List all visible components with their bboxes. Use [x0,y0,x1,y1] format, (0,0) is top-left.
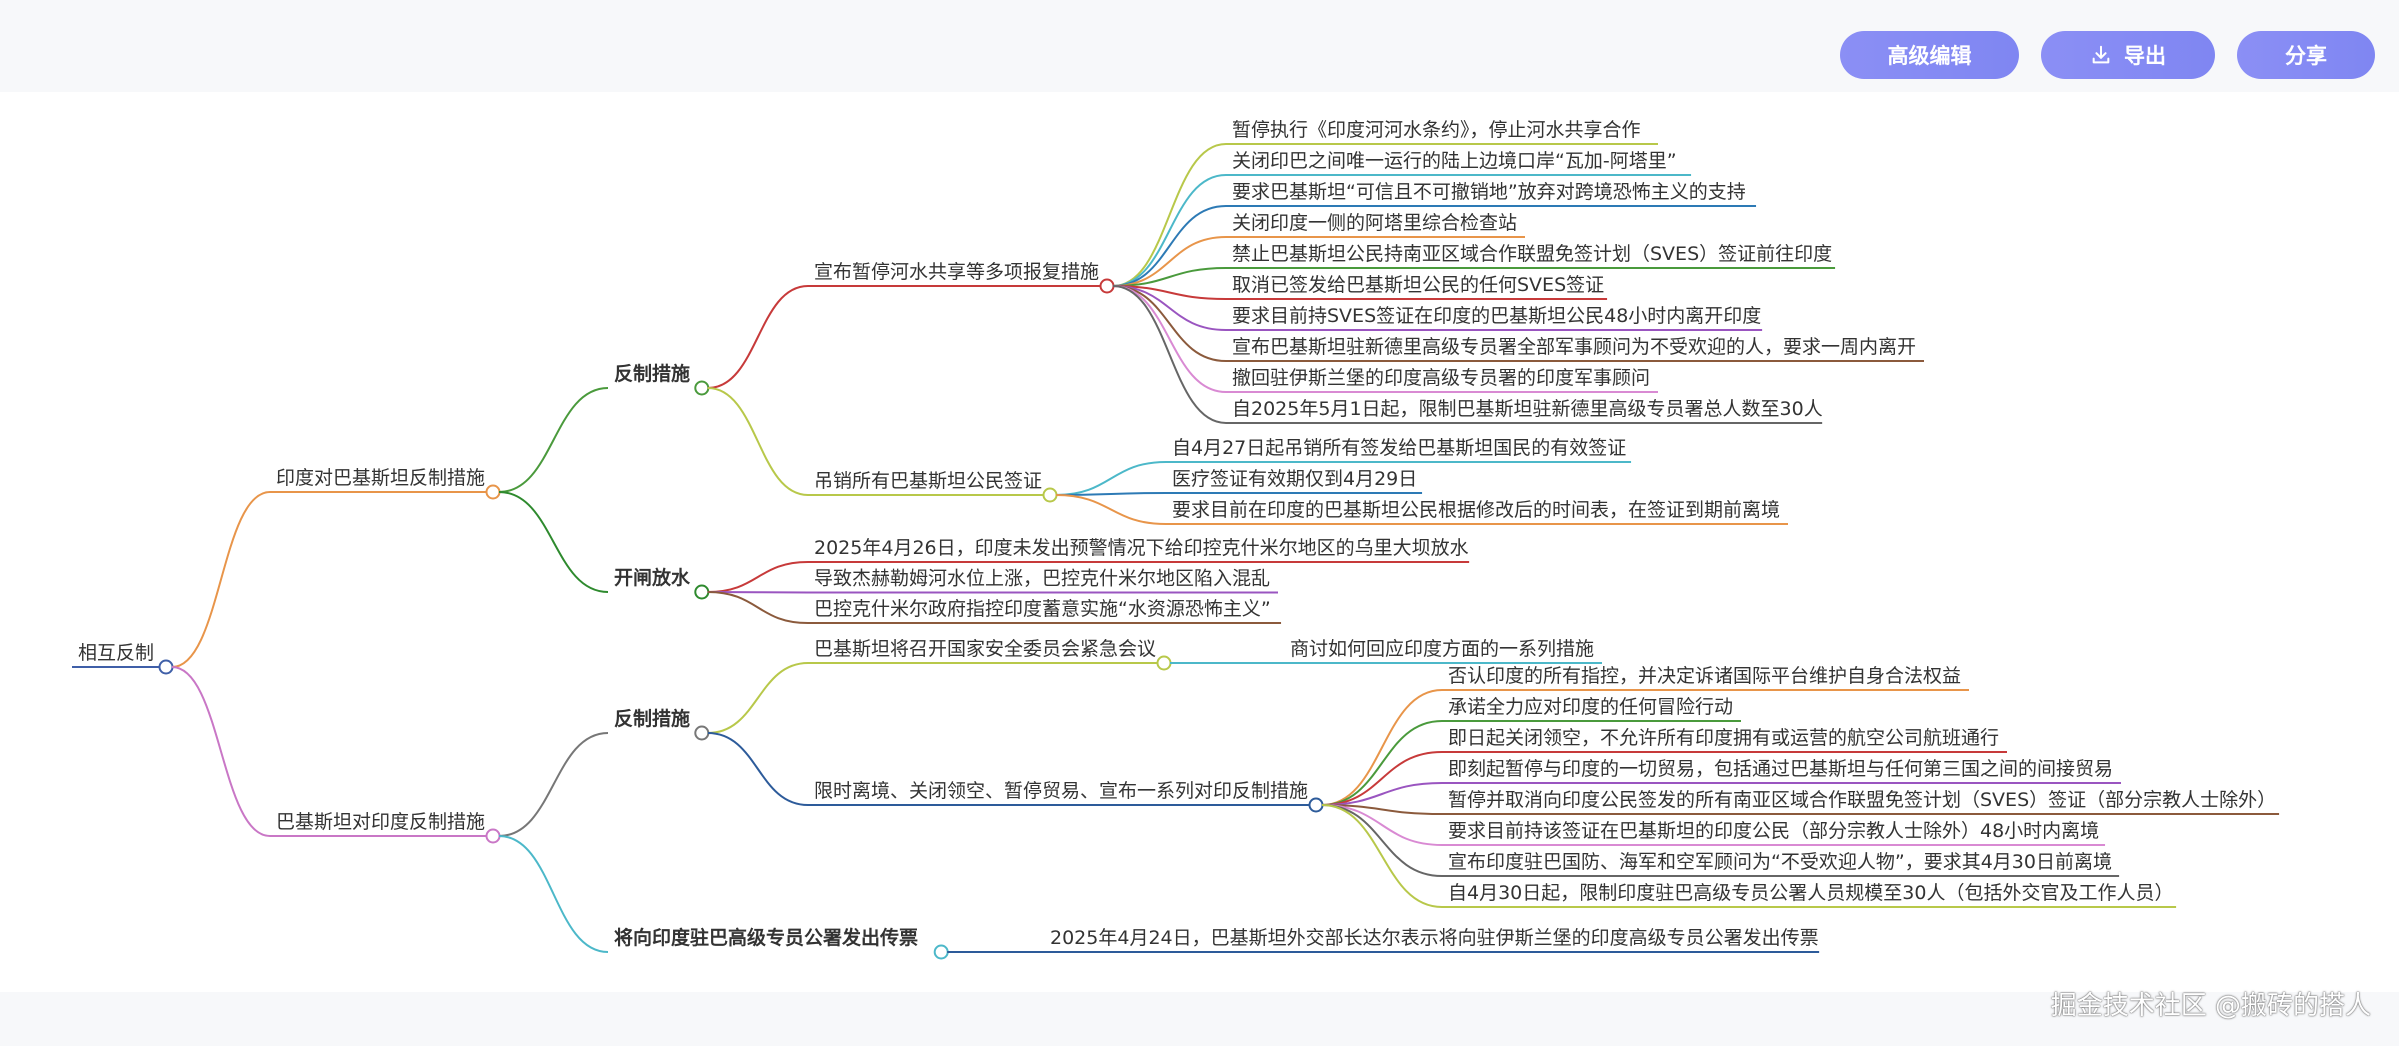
leaf-pakistan-connector [1321,804,1443,877]
leaf-water-connector [707,591,809,624]
export-button[interactable]: 导出 [2041,31,2215,79]
leaf-pakistan-connector [1321,804,1443,908]
subgroup-topic: 限时离境、关闭领空、暂停贸易、宣布一系列对印反制措施 [814,780,1308,802]
group-connector [498,835,609,953]
branch-topic: 印度对巴基斯坦反制措施 [276,467,485,489]
leaf-water: 导致杰赫勒姆河水位上涨，巴控克什米尔地区陷入混乱 [814,568,1270,590]
branch-connector [171,666,271,837]
advanced-edit-label: 高级编辑 [1887,44,1972,68]
subgroup-connector [707,285,809,389]
subgroup-topic: 吊销所有巴基斯坦公民签证 [814,470,1042,492]
leaf-retaliation: 撤回驻伊斯兰堡的印度高级专员署的印度军事顾问 [1232,367,1650,389]
subgroup-node [1042,487,1058,503]
leaf-water-connector [707,561,809,593]
mindmap-canvas[interactable]: 相互反制印度对巴基斯坦反制措施巴基斯坦对印度反制措施反制措施开闸放水反制措施将向… [0,92,2399,992]
leaf-retaliation: 自2025年5月1日起，限制巴基斯坦驻新德里高级专员署总人数至30人 [1232,398,1823,420]
leaf-water: 2025年4月26日，印度未发出预警情况下给印控克什米尔地区的乌里大坝放水 [814,537,1469,559]
group-connector [498,732,609,837]
leaf-retaliation-connector [1112,285,1227,362]
advanced-edit-button[interactable]: 高级编辑 [1840,31,2019,79]
leaf-water: 巴控克什米尔政府指控印度蓄意实施“水资源恐怖主义” [814,598,1271,620]
branch-node [485,828,501,844]
leaf-pakistan-connector [1321,804,1443,815]
group-node [694,584,710,600]
leaf-pakistan: 暂停并取消向印度公民签发的所有南亚区域合作联盟免签计划（SVES）签证（部分宗教… [1448,789,2276,811]
subgroup-topic: 巴基斯坦将召开国家安全委员会紧急会议 [814,638,1156,660]
mindmap: 相互反制印度对巴基斯坦反制措施巴基斯坦对印度反制措施反制措施开闸放水反制措施将向… [72,119,2280,960]
leaf-visa: 要求目前在印度的巴基斯坦公民根据修改后的时间表，在签证到期前离境 [1172,499,1780,521]
toolbar: 高级编辑 导出 分享 [1840,31,2375,79]
leaf-retaliation-connector [1112,174,1227,287]
group-connector [498,491,609,593]
leaf-pakistan-connector [1321,689,1443,806]
leaf-pakistan-connector [1321,751,1443,806]
leaf-pakistan-connector [1321,782,1443,806]
leaf-pakistan: 要求目前持该签证在巴基斯坦的印度公民（部分宗教人士除外）48小时内离境 [1448,820,2099,842]
leaf-retaliation: 宣布巴基斯坦驻新德里高级专员署全部军事顾问为不受欢迎的人，要求一周内离开 [1232,336,1916,358]
subgroup-node [1308,797,1324,813]
leaf-summons: 2025年4月24日，巴基斯坦外交部长达尔表示将向驻伊斯兰堡的印度高级专员公署发… [1050,927,1819,949]
branch-connector [171,491,271,668]
group-topic: 反制措施 [614,707,690,730]
group-topic: 反制措施 [614,362,690,385]
leaf-retaliation: 关闭印巴之间唯一运行的陆上边境口岸“瓦加-阿塔里” [1232,150,1677,172]
leaf-retaliation: 要求巴基斯坦“可信且不可撤销地”放弃对跨境恐怖主义的支持 [1232,181,1746,203]
subgroup-node [1156,655,1172,671]
leaf-pakistan-connector [1321,720,1443,806]
leaf-retaliation: 要求目前持SVES签证在印度的巴基斯坦公民48小时内离开印度 [1232,305,1761,327]
share-button[interactable]: 分享 [2237,31,2375,79]
leaf-retaliation-connector [1112,285,1227,393]
leaf-retaliation: 禁止巴基斯坦公民持南亚区域合作联盟免签计划（SVES）签证前往印度 [1232,243,1832,265]
leaf-visa: 自4月27日起吊销所有签发给巴基斯坦国民的有效签证 [1172,437,1626,459]
leaf-pakistan: 即刻起暂停与印度的一切贸易，包括通过巴基斯坦与任何第三国之间的间接贸易 [1448,758,2113,780]
leaf-pakistan: 即日起关闭领空，不允许所有印度拥有或运营的航空公司航班通行 [1448,727,1999,749]
leaf-visa: 医疗签证有效期仅到4月29日 [1172,468,1417,490]
subgroup-node [1099,278,1115,294]
leaf-visa-connector [1055,494,1167,525]
subgroup-connector [707,732,809,806]
leaf-retaliation-connector [1112,285,1227,424]
leaf-pakistan: 自4月30日起，限制印度驻巴高级专员公署人员规模至30人（包括外交官及工作人员） [1448,882,2173,904]
leaf-pakistan: 承诺全力应对印度的任何冒险行动 [1448,696,1733,718]
watermark: 掘金技术社区 @搬砖的搭人 [2050,991,2371,1021]
branch-node [485,484,501,500]
root-node [158,659,174,675]
export-label: 导出 [2124,44,2166,68]
group-topic: 开闸放水 [614,566,691,589]
leaf-retaliation: 暂停执行《印度河河水条约》，停止河水共享合作 [1232,119,1641,141]
group-topic: 将向印度驻巴高级专员公署发出传票 [614,926,918,949]
root-topic: 相互反制 [78,642,154,664]
leaf-retaliation-connector [1112,236,1227,287]
leaf-visa-connector [1055,461,1167,496]
leaf-retaliation-connector [1112,205,1227,287]
leaf-retaliation: 取消已签发给巴基斯坦公民的任何SVES签证 [1232,274,1604,296]
group-node [694,725,710,741]
leaf-pakistan: 宣布印度驻巴国防、海军和空军顾问为“不受欢迎人物”，要求其4月30日前离境 [1448,851,2112,873]
leaf-retaliation-connector [1112,267,1227,287]
leaf-pakistan: 否认印度的所有指控，并决定诉诸国际平台维护自身合法权益 [1448,665,1961,687]
share-label: 分享 [2285,44,2327,68]
download-icon [2092,45,2110,64]
leaf-retaliation: 关闭印度一侧的阿塔里综合检查站 [1232,212,1517,234]
group-connector [498,387,609,493]
subgroup-connector [707,387,809,496]
leaf-meeting: 商讨如何回应印度方面的一系列措施 [1290,638,1594,660]
leaf-retaliation-connector [1112,143,1227,287]
subgroup-connector [707,662,809,734]
branch-topic: 巴基斯坦对印度反制措施 [276,811,485,833]
group-node [933,944,949,960]
group-node [694,380,710,396]
subgroup-topic: 宣布暂停河水共享等多项报复措施 [814,261,1099,283]
